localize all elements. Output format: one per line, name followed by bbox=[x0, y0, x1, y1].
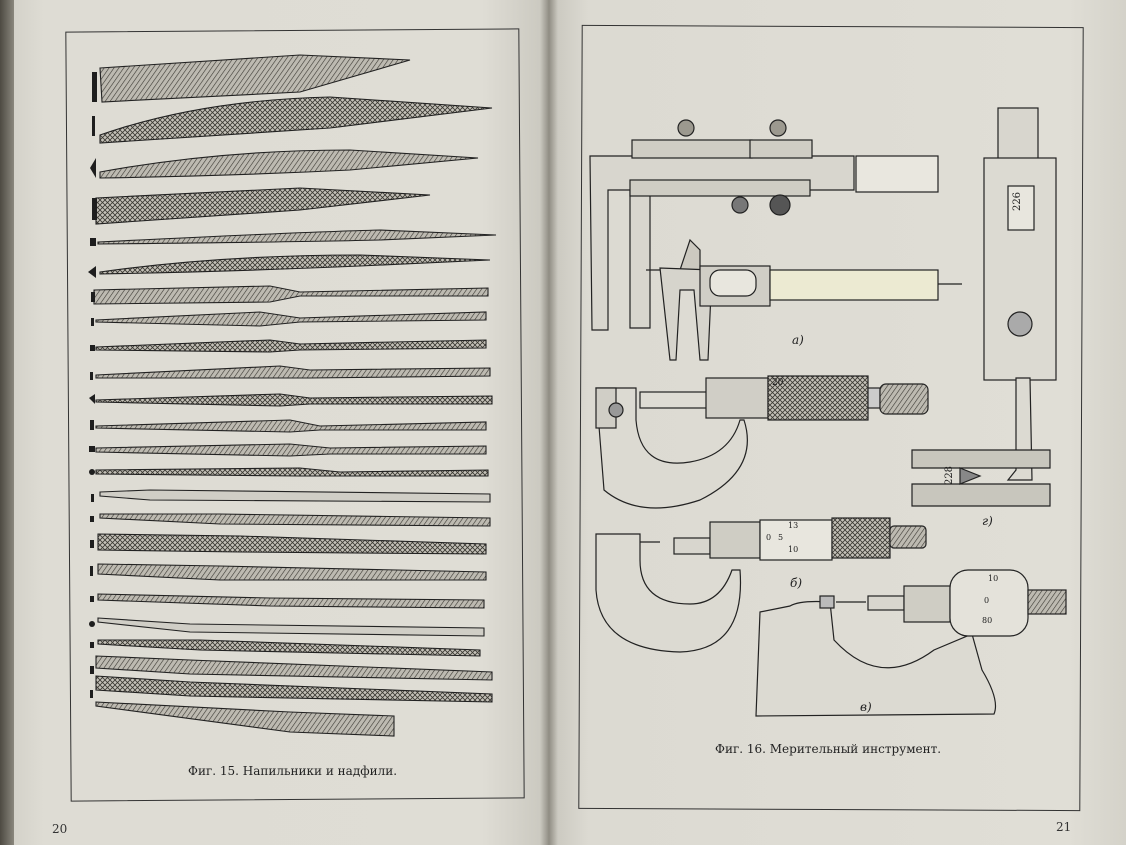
vernier-caliper bbox=[589, 119, 962, 361]
label-a: а) bbox=[792, 333, 804, 347]
indicator-reading-upper: 226 bbox=[1012, 191, 1024, 212]
file-set bbox=[93, 54, 497, 737]
label-b: б) bbox=[790, 576, 803, 590]
book-gutter bbox=[540, 0, 558, 845]
label-v: в) bbox=[860, 700, 872, 714]
file-cross-sections bbox=[88, 72, 97, 698]
knife-file bbox=[99, 254, 491, 275]
flat-file bbox=[99, 54, 411, 103]
page-number-left: 20 bbox=[52, 822, 68, 836]
measuring-tools bbox=[589, 107, 1067, 717]
micrometer-large bbox=[595, 375, 929, 509]
micrometer-bench bbox=[755, 569, 1067, 717]
micrometer-middle-scale-1: 13 bbox=[788, 521, 799, 530]
micrometer-middle-scale-3: 5 bbox=[778, 533, 784, 542]
micrometer-middle-scale-2: 0 bbox=[766, 533, 772, 542]
square-file bbox=[95, 187, 431, 225]
micrometer-top-scale: 20 bbox=[772, 378, 784, 388]
figure-15-caption: Фиг. 15. Напильники и надфили. bbox=[188, 764, 398, 778]
round-file bbox=[97, 229, 497, 245]
micrometer-bottom-scale-2: 0 bbox=[984, 596, 990, 605]
dial-indicator-stand bbox=[911, 107, 1057, 507]
indicator-reading-lower: 228 bbox=[944, 465, 956, 486]
micrometer-bottom-scale-1: 10 bbox=[988, 574, 999, 583]
half-round-file bbox=[99, 96, 493, 144]
page-number-right: 21 bbox=[1056, 820, 1072, 834]
micrometer-small bbox=[595, 517, 927, 653]
needle-files bbox=[93, 285, 493, 737]
book-edge-shadow bbox=[0, 0, 14, 845]
micrometer-bottom-scale-3: 80 bbox=[982, 616, 993, 625]
triangular-file bbox=[99, 149, 479, 179]
micrometer-middle-scale-4: 10 bbox=[788, 545, 799, 554]
label-g: г) bbox=[982, 514, 993, 528]
figure-16-caption: Фиг. 16. Мерительный инструмент. bbox=[715, 742, 942, 756]
